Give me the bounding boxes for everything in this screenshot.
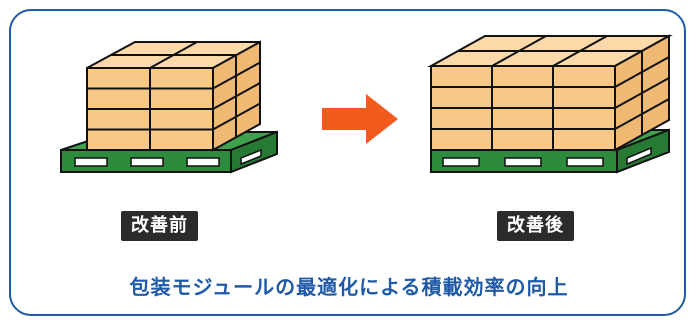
caption: 包装モジュールの最適化による積載効率の向上	[129, 275, 569, 299]
after-label: 改善後	[497, 211, 574, 241]
before-label: 改善前	[121, 211, 198, 241]
after-pallet-illustration	[427, 34, 673, 174]
before-pallet-illustration	[60, 40, 278, 174]
arrow-right-icon	[322, 94, 398, 144]
